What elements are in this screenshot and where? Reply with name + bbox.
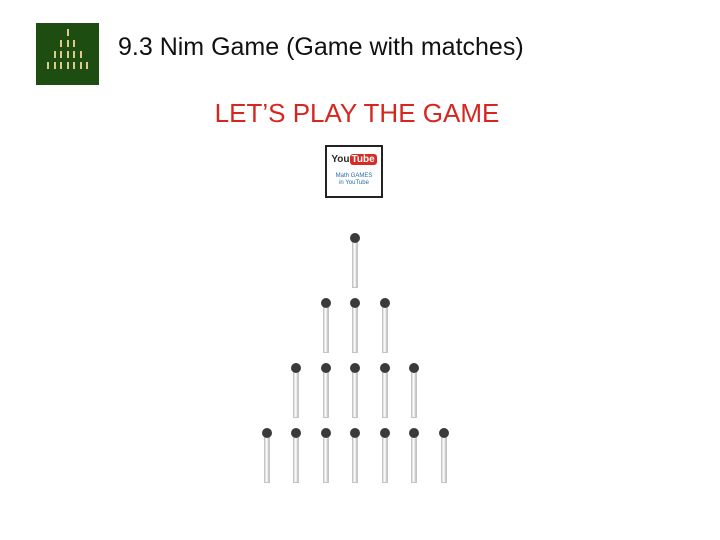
logo-match — [47, 62, 49, 69]
match-r3-2[interactable] — [319, 363, 333, 423]
logo-match — [66, 29, 69, 36]
logo-match — [53, 51, 56, 58]
match-stick — [293, 369, 299, 418]
logo-match — [53, 62, 56, 69]
logo-match — [66, 40, 69, 47]
match-r4-7[interactable] — [437, 428, 451, 488]
match-r4-4[interactable] — [348, 428, 362, 488]
match-stick — [322, 304, 329, 353]
match-head — [379, 363, 390, 373]
logo-match — [60, 62, 62, 69]
match-stick — [352, 369, 358, 418]
match-r3-3[interactable] — [348, 363, 362, 423]
match-r3-1[interactable] — [289, 363, 303, 423]
slide-subtitle: LET’S PLAY THE GAME — [214, 98, 500, 128]
match-r1-1[interactable] — [348, 233, 362, 293]
match-head — [379, 298, 390, 308]
logo-match — [73, 40, 75, 47]
match-r4-6[interactable] — [407, 428, 421, 488]
match-r4-3[interactable] — [319, 428, 333, 488]
match-head — [320, 298, 331, 308]
logo-match — [60, 40, 62, 47]
match-head — [409, 363, 419, 373]
match-r2-1[interactable] — [319, 298, 333, 358]
logo-match — [66, 51, 69, 58]
match-stick — [263, 434, 270, 483]
match-stick — [322, 434, 329, 483]
match-stick — [352, 304, 358, 353]
match-head — [291, 363, 301, 373]
match-r4-5[interactable] — [378, 428, 392, 488]
logo-match — [73, 62, 75, 69]
match-r2-2[interactable] — [348, 298, 362, 358]
match-r2-3[interactable] — [378, 298, 392, 358]
match-head — [320, 363, 331, 373]
match-stick — [352, 434, 358, 483]
match-stick — [293, 434, 299, 483]
youtube-logo-tube: Tube — [349, 154, 377, 165]
match-r4-1[interactable] — [260, 428, 274, 488]
match-r3-5[interactable] — [407, 363, 421, 423]
match-stick — [352, 239, 358, 288]
match-stick — [411, 369, 417, 418]
match-head — [350, 298, 360, 308]
match-stick — [411, 434, 417, 483]
match-head — [379, 428, 390, 438]
logo-match — [73, 51, 75, 58]
match-head — [261, 428, 272, 438]
youtube-caption-line1: Math GAMES — [335, 173, 373, 179]
match-head — [409, 428, 419, 438]
match-head — [320, 428, 331, 438]
youtube-caption-line2: in YouTube — [339, 180, 369, 186]
youtube-logo-you: You — [331, 154, 350, 165]
match-stick — [381, 304, 388, 353]
match-stick — [381, 434, 388, 483]
logo-match — [86, 62, 88, 69]
match-r4-2[interactable] — [289, 428, 303, 488]
match-head — [350, 233, 360, 243]
match-stick — [440, 434, 447, 483]
match-head — [438, 428, 449, 438]
logo-match — [79, 62, 82, 69]
match-r3-4[interactable] — [378, 363, 392, 423]
logo-match — [60, 51, 62, 58]
matches-pyramid-logo — [36, 23, 99, 85]
logo-match — [79, 51, 82, 58]
match-stick — [381, 369, 388, 418]
logo-match — [66, 62, 69, 69]
match-head — [350, 428, 360, 438]
slide-title: 9.3 Nim Game (Game with matches) — [118, 33, 524, 61]
match-head — [350, 363, 360, 373]
youtube-caption: Math GAMES in YouTube — [327, 173, 381, 187]
match-stick — [322, 369, 329, 418]
match-head — [291, 428, 301, 438]
